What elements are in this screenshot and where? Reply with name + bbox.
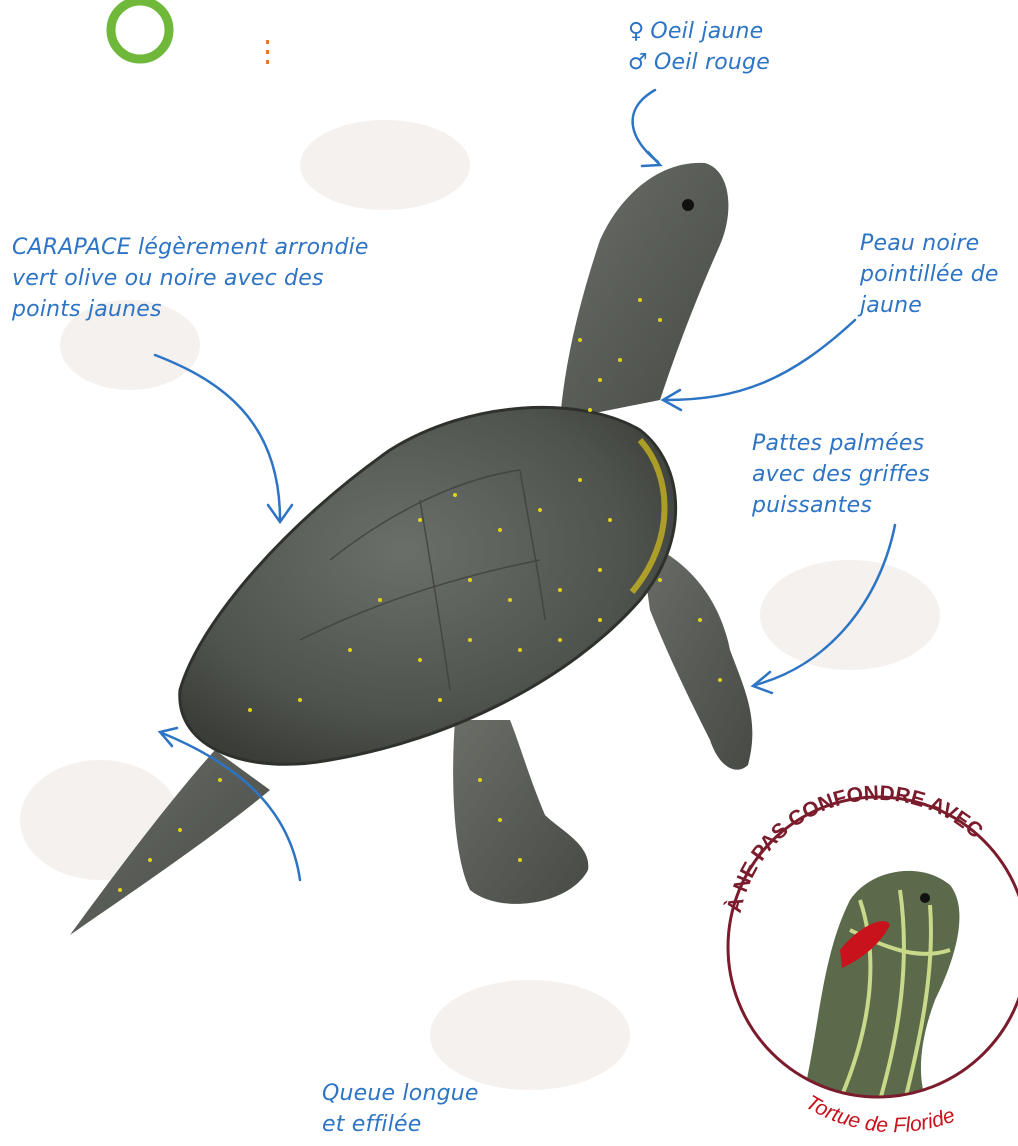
label-legs: Pattes palmées avec des griffes puissant… — [752, 428, 930, 521]
arrow-carapace — [155, 355, 280, 520]
label-legs-line1: Pattes palmées — [752, 428, 930, 459]
label-eye: ♀Oeil jaune ♂Oeil rouge — [628, 16, 770, 78]
label-skin: Peau noire pointillée de jaune — [860, 228, 999, 321]
arrow-legs — [755, 525, 895, 685]
label-carapace-line2: vert olive ou noire avec des — [12, 263, 369, 294]
turtle-shell — [180, 407, 676, 764]
turtle-neck — [560, 163, 728, 420]
label-carapace-line3: points jaunes — [12, 294, 369, 325]
label-eye-male: Oeil rouge — [654, 50, 770, 75]
label-skin-line1: Peau noire — [860, 228, 999, 259]
arrow-eye-head — [642, 152, 660, 166]
label-tail-line1: Queue longue — [322, 1078, 479, 1109]
turtle-rear-leg — [453, 720, 588, 904]
label-carapace: CARAPACE légèrement arrondie vert olive … — [12, 232, 369, 325]
label-skin-line2: pointillée de — [860, 259, 999, 290]
label-legs-line2: avec des griffes — [752, 459, 930, 490]
arrow-eye — [633, 90, 658, 162]
slider-eye — [920, 893, 930, 903]
label-eye-female: Oeil jaune — [650, 19, 763, 44]
arrow-skin — [665, 320, 855, 400]
logo-ring — [111, 1, 169, 59]
inset-comparison: À NE PAS CONFONDRE AVEC Tortue de Florid… — [723, 782, 1018, 1137]
label-legs-line3: puissantes — [752, 490, 930, 521]
logo-dots — [266, 40, 269, 64]
male-symbol-icon: ♂ — [628, 50, 648, 75]
label-skin-line3: jaune — [860, 290, 999, 321]
turtle-eye — [682, 199, 694, 211]
label-tail: Queue longue et effilée — [322, 1078, 479, 1140]
label-tail-line2: et effilée — [322, 1109, 479, 1140]
female-symbol-icon: ♀ — [628, 19, 644, 44]
label-carapace-line1: CARAPACE légèrement arrondie — [12, 232, 369, 263]
